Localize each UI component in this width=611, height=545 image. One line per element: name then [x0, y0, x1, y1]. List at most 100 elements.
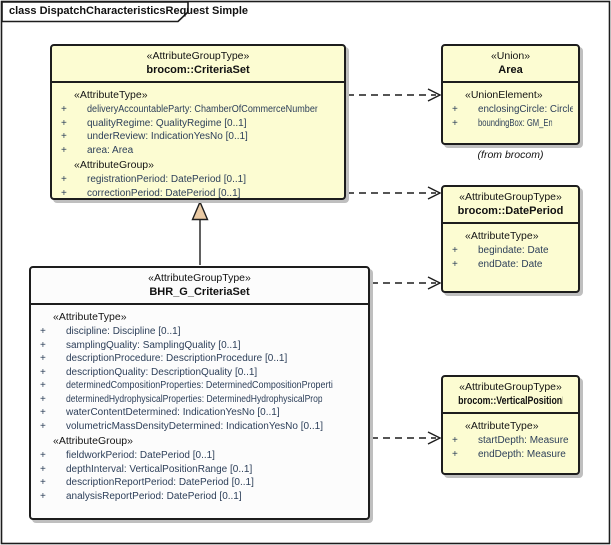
class-header: «Union» Area	[443, 46, 578, 83]
section-stereotype: «UnionElement»	[465, 89, 543, 101]
member-row: +waterContentDetermined: IndicationYesNo…	[37, 406, 365, 420]
visibility-plus: +	[40, 450, 46, 461]
class-stereotype: «Union»	[490, 50, 531, 62]
member-text: analysisReportPeriod: DatePeriod [0..1]	[66, 490, 242, 502]
member-text: qualityRegime: QualityRegime [0..1]	[87, 117, 247, 129]
member-text: registrationPeriod: DatePeriod [0..1]	[87, 174, 246, 185]
dependency-bhrg-to-dateperiod	[371, 276, 442, 290]
member-text: descriptionProcedure: DescriptionProcedu…	[66, 353, 288, 364]
visibility-plus: +	[61, 174, 67, 185]
diagram-title: class DispatchCharacteristicsRequest Sim…	[9, 5, 249, 17]
visibility-plus: +	[452, 104, 458, 115]
class-attributes: «AttributeType»+deliveryAccountableParty…	[52, 83, 344, 199]
member-row: + qualityRegime: QualityRegime [0..1]	[58, 117, 341, 131]
visibility-plus: +	[40, 353, 46, 364]
class-box-bhr-g-criteriaset[interactable]: «AttributeGroupType» BHR_G_CriteriaSet «…	[29, 266, 370, 520]
member-row: + area: Area	[58, 144, 341, 158]
member-row: + determinedCompositionProperties: Determ…	[37, 379, 365, 393]
visibility-plus: +	[452, 448, 458, 460]
class-box-area-union[interactable]: «Union» Area «UnionElement» + enclosingCir…	[441, 44, 580, 145]
class-box-brocom-verticalpositionrange[interactable]: «AttributeGroupType» brocom::VerticalPos…	[441, 375, 580, 475]
member-row: + analysisReportPeriod: DatePeriod [0..1]	[37, 490, 365, 504]
class-attributes: «UnionElement» + enclosingCircle: Circle + b…	[443, 83, 578, 130]
member-text: endDepth: Measure	[478, 448, 566, 460]
class-attributes: «AttributeType» + startDepth: Measure + endD…	[443, 414, 578, 461]
member-row: +determinedHydrophysicalProperties: Dete…	[37, 393, 365, 407]
visibility-plus: +	[40, 407, 46, 418]
class-header: «AttributeGroupType» brocom::VerticalPos…	[443, 377, 578, 414]
member-row: +depthInterval: VerticalPositionRange [0…	[37, 463, 365, 477]
class-box-brocom-dateperiod[interactable]: «AttributeGroupType» brocom::DatePeriod …	[441, 185, 580, 293]
class-name: brocom::DatePeriod	[457, 205, 564, 217]
member-row: +deliveryAccountableParty: ChamberOfComm…	[58, 103, 341, 117]
class-attributes: «AttributeType» +begindate: Date+ endDate:…	[443, 224, 578, 271]
class-stereotype: «AttributeGroupType»	[148, 272, 251, 284]
member-row: + boundingBox: GM_Envelope	[449, 117, 575, 131]
member-text: descriptionReportPeriod: DatePeriod [0..…	[66, 477, 254, 488]
member-row: + endDate: Date	[449, 258, 575, 272]
section-stereotype: «AttributeType»	[53, 311, 127, 323]
member-text: boundingBox: GM_Envelope	[478, 117, 553, 129]
class-header: «AttributeGroupType» brocom::CriteriaSet	[52, 46, 344, 83]
visibility-plus: +	[452, 435, 458, 446]
visibility-plus: +	[452, 245, 458, 256]
diagram-title-tab	[1, 1, 189, 23]
visibility-plus: +	[452, 117, 458, 129]
visibility-plus: +	[452, 258, 458, 270]
section-stereotype: «AttributeType»	[465, 230, 539, 242]
class-name: Area	[498, 64, 523, 76]
dependency-criteriaset-to-area	[347, 88, 442, 102]
member-text: area: Area	[87, 144, 134, 156]
member-row: + samplingQuality: SamplingQuality [0..1]	[37, 339, 365, 353]
visibility-plus: +	[40, 326, 46, 337]
member-row: + underReview: IndicationYesNo [0..1]	[58, 130, 341, 144]
member-text: samplingQuality: SamplingQuality [0..1]	[66, 339, 241, 351]
member-row: +discipline: Discipline [0..1]	[37, 325, 365, 339]
visibility-plus: +	[61, 187, 67, 199]
dependency-criteriaset-to-dateperiod	[347, 186, 442, 200]
generalization-bhrg-to-criteriaset	[191, 200, 209, 265]
member-row: + enclosingCircle: Circle	[449, 103, 575, 117]
member-text: endDate: Date	[478, 258, 543, 270]
member-row: + volumetricMassDensityDetermined: Indica…	[37, 420, 365, 434]
class-name: brocom::CriteriaSet	[146, 64, 250, 76]
member-text: startDepth: Measure	[478, 435, 569, 446]
section-stereotype: «AttributeType»	[465, 420, 539, 432]
visibility-plus: +	[40, 366, 46, 378]
member-text: underReview: IndicationYesNo [0..1]	[87, 131, 248, 142]
member-text: determinedCompositionProperties: Determi…	[66, 380, 333, 391]
class-stereotype: «AttributeGroupType»	[459, 191, 562, 203]
visibility-plus: +	[61, 117, 67, 129]
member-text: enclosingCircle: Circle	[478, 104, 574, 115]
class-header: «AttributeGroupType» BHR_G_CriteriaSet	[31, 268, 368, 305]
member-row: + endDepth: Measure	[449, 448, 575, 462]
class-box-brocom-criteriaset[interactable]: «AttributeGroupType» brocom::CriteriaSet…	[50, 44, 346, 200]
visibility-plus: +	[40, 420, 46, 432]
member-text: volumetricMassDensityDetermined: Indicat…	[66, 420, 323, 432]
member-text: correctionPeriod: DatePeriod [0..1]	[87, 187, 241, 199]
section-stereotype: «AttributeGroup»	[74, 159, 154, 171]
member-row: + startDepth: Measure	[449, 434, 575, 448]
class-stereotype: «AttributeGroupType»	[146, 50, 250, 62]
visibility-plus: +	[40, 490, 46, 502]
member-text: descriptionQuality: DescriptionQuality […	[66, 366, 258, 378]
class-stereotype: «AttributeGroupType»	[459, 381, 562, 393]
visibility-plus: +	[40, 380, 46, 391]
member-text: fieldworkPeriod: DatePeriod [0..1]	[66, 450, 215, 461]
member-text: deliveryAccountableParty: ChamberOfComme…	[87, 104, 318, 115]
section-stereotype: «AttributeType»	[74, 89, 148, 101]
visibility-plus: +	[40, 393, 46, 405]
member-row: + fieldworkPeriod: DatePeriod [0..1]	[37, 449, 365, 463]
member-row: + registrationPeriod: DatePeriod [0..1]	[58, 173, 341, 187]
visibility-plus: +	[40, 477, 46, 488]
class-name: BHR_G_CriteriaSet	[149, 286, 250, 298]
member-row: + descriptionReportPeriod: DatePeriod [0.…	[37, 476, 365, 490]
member-row: +begindate: Date	[449, 244, 575, 258]
visibility-plus: +	[61, 131, 67, 142]
dependency-bhrg-to-verticalpositionrange	[371, 431, 442, 445]
visibility-plus: +	[40, 339, 46, 351]
generalization-triangle-icon	[191, 200, 209, 221]
visibility-plus: +	[61, 144, 67, 156]
member-row: + descriptionProcedure: DescriptionProced…	[37, 352, 365, 366]
from-brocom-note: (from brocom)	[477, 149, 544, 161]
